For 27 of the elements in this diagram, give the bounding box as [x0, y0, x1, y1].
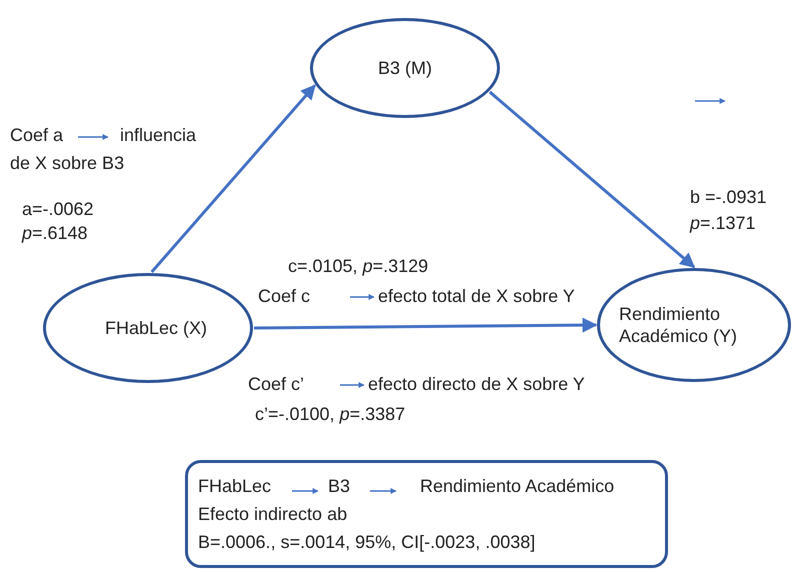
node-label: Rendimiento Académico (Y)	[619, 303, 738, 347]
coefficient-label: c’=-.0100, p=.3387	[255, 403, 406, 425]
arrow	[150, 84, 316, 274]
node-label: B3 (M)	[378, 57, 432, 79]
coefficient-label: Coef c	[258, 285, 310, 307]
coefficient-label: Coef c’	[248, 373, 304, 395]
coefficient-label: influencia	[120, 124, 196, 146]
node-label: B=.0006., s=.0014, 95%, CI[-.0023, .0038]	[198, 531, 536, 553]
node-label: FHabLec	[198, 475, 272, 497]
coefficient-label: b =-.0931	[690, 186, 767, 208]
coefficient-label: c=.0105, p=.3129	[288, 255, 428, 277]
coefficient-label: de X sobre B3	[10, 152, 124, 174]
arrow	[488, 90, 696, 268]
node-label: FHabLec (X)	[105, 317, 208, 339]
node-label: Efecto indirecto ab	[198, 503, 348, 525]
coefficient-label: efecto total de X sobre Y	[378, 285, 575, 307]
indirect-effect-box	[185, 460, 668, 568]
coefficient-label: efecto directo de X sobre Y	[368, 373, 585, 395]
node-label: Rendimiento Académico	[420, 475, 614, 497]
arrow	[254, 318, 598, 333]
coefficient-label: p=.1371	[690, 212, 756, 234]
coefficient-label: a=-.0062	[22, 198, 94, 220]
mediator-ellipse	[310, 18, 500, 118]
coefficient-label: Coef a	[10, 124, 64, 146]
node-label: B3	[328, 475, 350, 497]
outcome-ellipse	[597, 268, 791, 382]
coefficient-label: p=.6148	[22, 222, 88, 244]
